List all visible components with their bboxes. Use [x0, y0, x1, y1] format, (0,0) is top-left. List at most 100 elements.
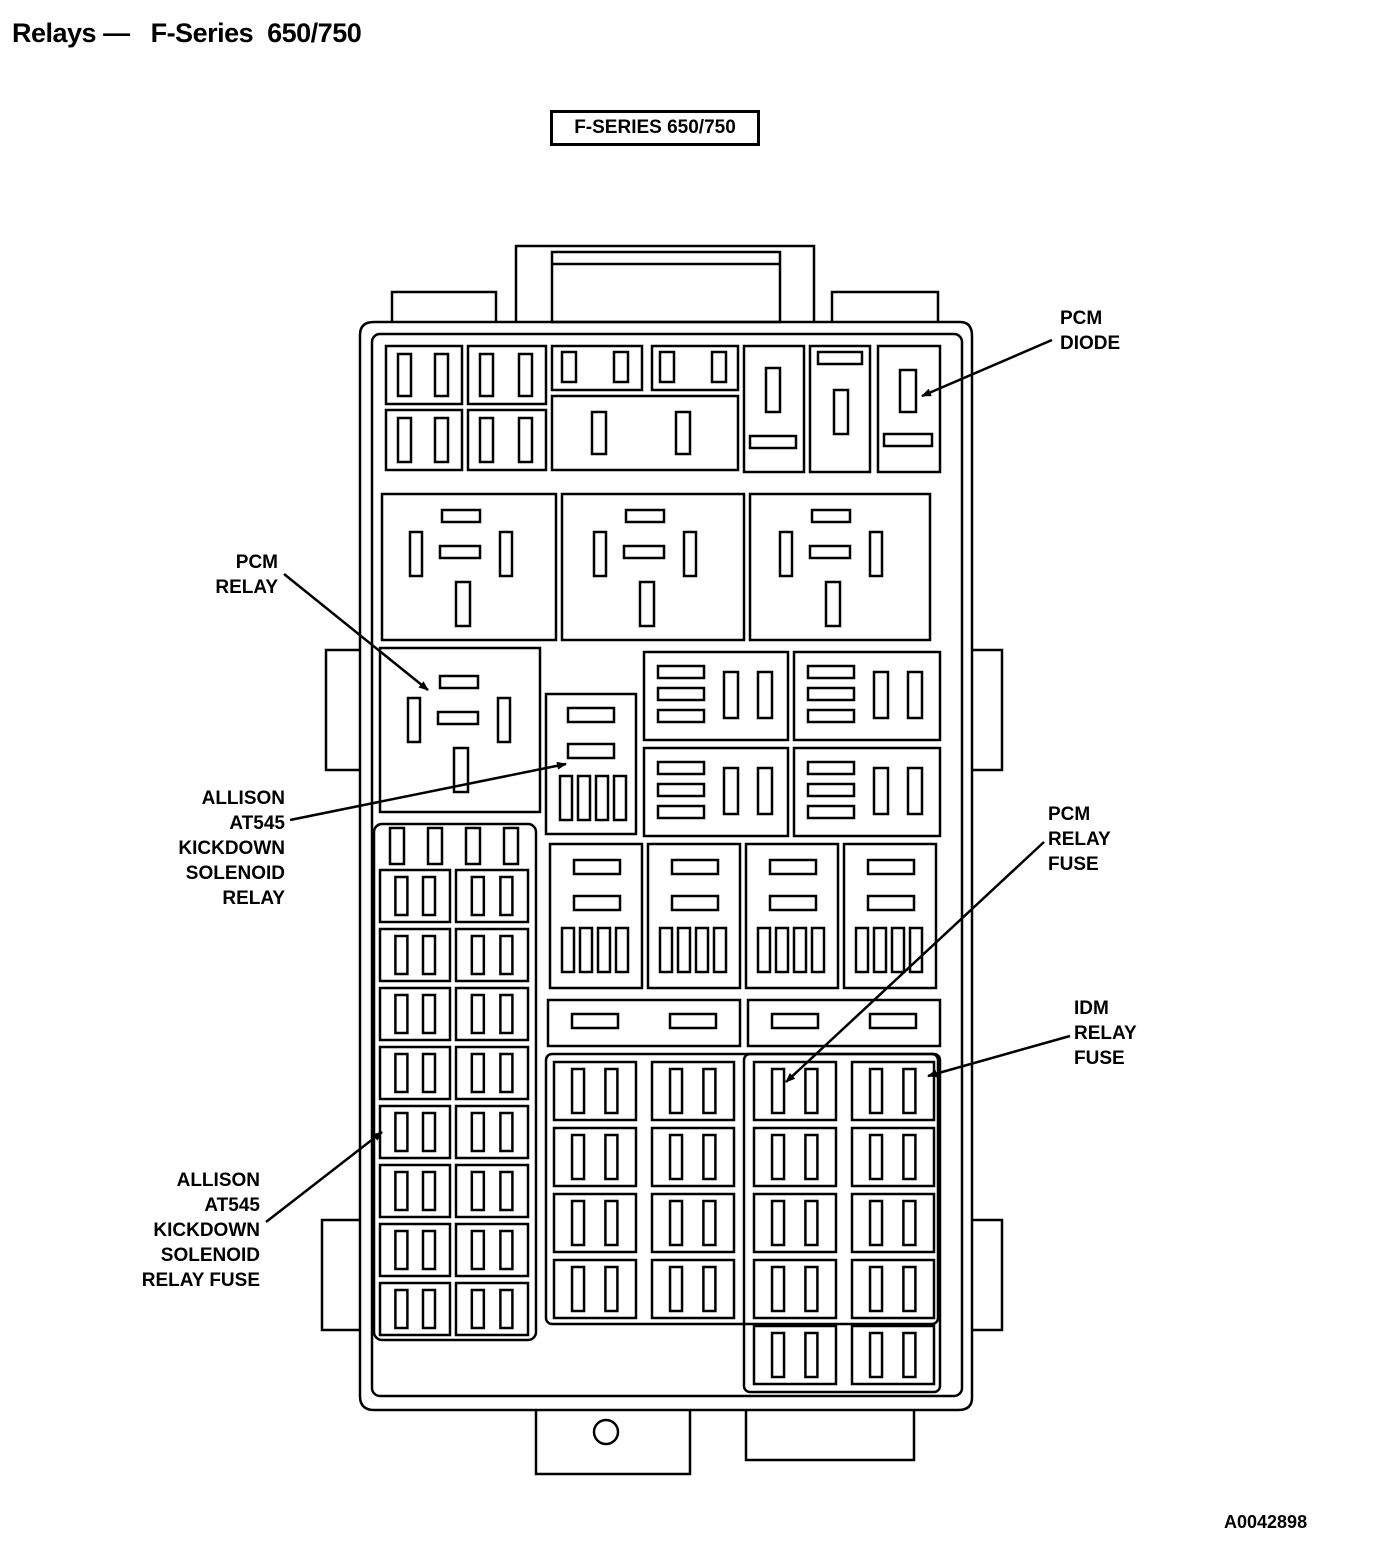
right-latch-upper	[972, 648, 1004, 772]
callout-line: AT545	[204, 1195, 260, 1216]
terminal-slot	[438, 544, 482, 560]
fuse-blade	[668, 1133, 684, 1181]
fuse	[850, 1324, 936, 1386]
fuse-blade	[421, 1170, 437, 1212]
fuse-blade	[421, 875, 437, 917]
fuse-blade	[770, 1067, 786, 1115]
terminal-slot	[572, 858, 622, 876]
terminal-slot	[866, 858, 916, 876]
fuse-blade	[804, 1331, 819, 1379]
fuse-blade	[470, 934, 486, 976]
terminal-slot	[572, 894, 622, 912]
fuse	[552, 1126, 638, 1188]
terminal-slot	[614, 926, 630, 974]
callout-line: RELAY	[222, 888, 285, 909]
terminal-slot	[756, 670, 774, 720]
callout-line: KICKDOWN	[178, 838, 285, 859]
fuse	[454, 1281, 530, 1337]
terminal-slot	[778, 530, 794, 578]
terminal-slot	[676, 926, 692, 974]
fuse-blade	[433, 352, 450, 398]
fuse-blade	[470, 1229, 486, 1271]
top-connector	[514, 244, 816, 322]
callout-line: SOLENOID	[160, 1245, 260, 1266]
allison-relay-arrow	[289, 761, 567, 822]
fuse	[552, 1060, 638, 1122]
terminal-slot	[774, 926, 790, 974]
fuse-blade	[421, 934, 437, 976]
terminal-slot	[436, 710, 480, 726]
callout-line: ALLISON	[201, 788, 285, 809]
fuse-blade	[394, 993, 409, 1035]
terminal-slot	[624, 508, 666, 524]
callout-line: RELAY FUSE	[141, 1270, 260, 1291]
top-fuse-row	[384, 344, 942, 474]
fuse-blade	[396, 352, 413, 398]
terminal-slot	[560, 926, 576, 974]
terminal-slot	[592, 530, 608, 578]
fuse-blade	[868, 1133, 884, 1181]
fuse-blade	[470, 993, 486, 1035]
callout-line: DIODE	[1060, 333, 1121, 354]
fuse-blade	[394, 875, 409, 917]
fuse-blade	[499, 993, 514, 1035]
terminal-slot	[854, 926, 870, 974]
fuse-blade	[902, 1067, 917, 1115]
housing-outline	[358, 320, 974, 1412]
fuse-blade	[868, 1067, 884, 1115]
terminal-slot	[454, 580, 472, 628]
fuse-blade	[388, 826, 406, 866]
callout-pcm-relay: PCM RELAY	[170, 550, 278, 600]
callout-line: RELAY	[215, 577, 278, 598]
terminal-slot	[656, 664, 706, 680]
fuse-blade	[517, 416, 534, 464]
callout-allison-relay: ALLISON AT545 KICKDOWN SOLENOID RELAY	[130, 786, 285, 911]
terminal-slot	[408, 530, 424, 578]
terminal-slot	[810, 926, 826, 974]
fuse-blade	[499, 1111, 514, 1153]
callout-line: PCM	[235, 552, 278, 573]
fuse	[552, 1258, 638, 1320]
fuse-blade	[517, 352, 534, 398]
callout-line: SOLENOID	[185, 863, 285, 884]
fuse-blade	[570, 1265, 586, 1313]
callout-pcm-relay-fuse: PCM RELAY FUSE	[1048, 802, 1111, 877]
terminal-slot	[670, 858, 720, 876]
fuse	[454, 868, 530, 924]
terminal-slot	[764, 366, 782, 414]
fuse-blade	[394, 1111, 409, 1153]
fuse	[378, 868, 452, 924]
top-left-tab	[390, 290, 498, 322]
fuse-blade	[570, 1199, 586, 1247]
allison-relay-fuse-arrow	[265, 1131, 383, 1223]
fuse-blade	[702, 1067, 717, 1115]
terminal-slot	[656, 708, 706, 724]
terminal-slot	[722, 766, 740, 816]
fuse	[850, 1060, 936, 1122]
terminal-slot	[868, 1012, 918, 1030]
fuse-blade	[560, 350, 578, 384]
fuse-blade	[770, 1199, 786, 1247]
terminal-slot	[452, 746, 470, 794]
callout-line: FUSE	[1048, 854, 1099, 875]
mount-hole	[592, 1418, 620, 1446]
fuse-blade	[902, 1331, 917, 1379]
terminal-slot	[890, 926, 906, 974]
terminal-slot	[722, 670, 740, 720]
fuse	[850, 1192, 936, 1254]
fuse	[850, 1258, 936, 1320]
right-fuse-panel	[544, 1052, 940, 1326]
pcm-diode-arrow	[921, 338, 1053, 398]
terminal-slot	[908, 926, 924, 974]
terminal-slot	[748, 434, 798, 450]
terminal-slot	[570, 1012, 620, 1030]
terminal-slot	[498, 530, 514, 578]
bottom-connector-right	[744, 1410, 916, 1462]
terminal-slot	[806, 782, 856, 798]
fuse-blade	[804, 1067, 819, 1115]
fuse-blade	[502, 826, 520, 866]
terminal-slot	[558, 774, 574, 822]
bottom-connector-left	[534, 1410, 692, 1476]
fuse-blade	[421, 993, 437, 1035]
terminal-slot	[566, 742, 616, 760]
